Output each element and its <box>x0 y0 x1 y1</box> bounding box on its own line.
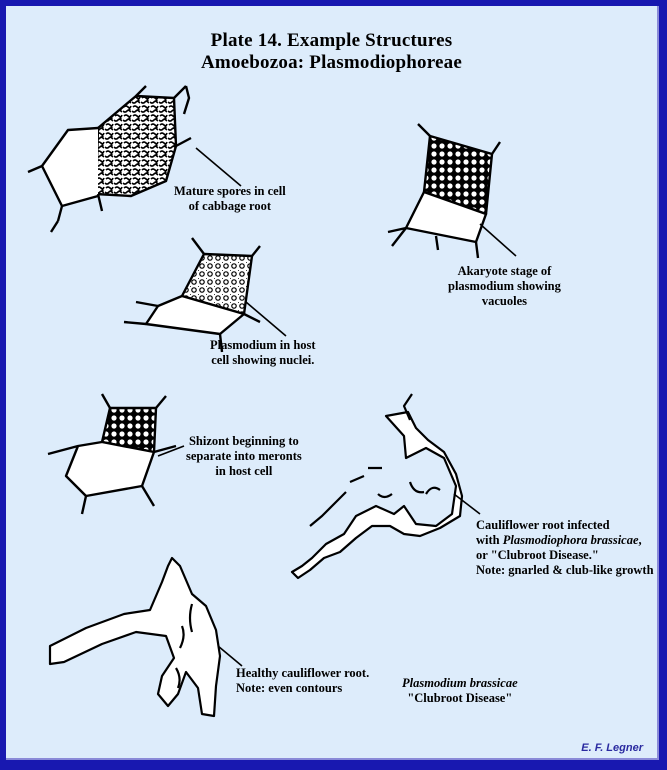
label-plasmodium-host: Plasmodium in host cell showing nuclei. <box>210 338 316 367</box>
illustration <box>27 85 517 718</box>
akaryote-cell <box>387 123 517 259</box>
label-healthy-root: Healthy cauliflower root. Note: even con… <box>236 666 370 695</box>
label-akaryote: Akaryote stage of plasmodium showing vac… <box>448 264 561 308</box>
plate-subtitle: Amoebozoa: Plasmodiophoreae <box>201 52 462 73</box>
mature-spores-cell <box>27 85 242 233</box>
label-cauliflower-infected: Cauliflower root infected with Plasmodio… <box>476 518 654 577</box>
shizont-cell <box>47 393 185 515</box>
plate-title: Plate 14. Example Structures <box>210 30 453 51</box>
plasmodium-host-cell <box>123 237 287 353</box>
healthy-root <box>48 556 243 718</box>
label-species: Plasmodium brassicae "Clubroot Disease" <box>402 676 518 705</box>
author-credit: E. F. Legner <box>581 742 643 754</box>
clubroot-infected-root <box>290 393 481 580</box>
plate: Plate 14. Example Structures Amoebozoa: … <box>6 6 659 760</box>
label-mature-spores: Mature spores in cell of cabbage root <box>174 184 286 213</box>
label-shizont: Shizont beginning to separate into meron… <box>186 434 302 478</box>
